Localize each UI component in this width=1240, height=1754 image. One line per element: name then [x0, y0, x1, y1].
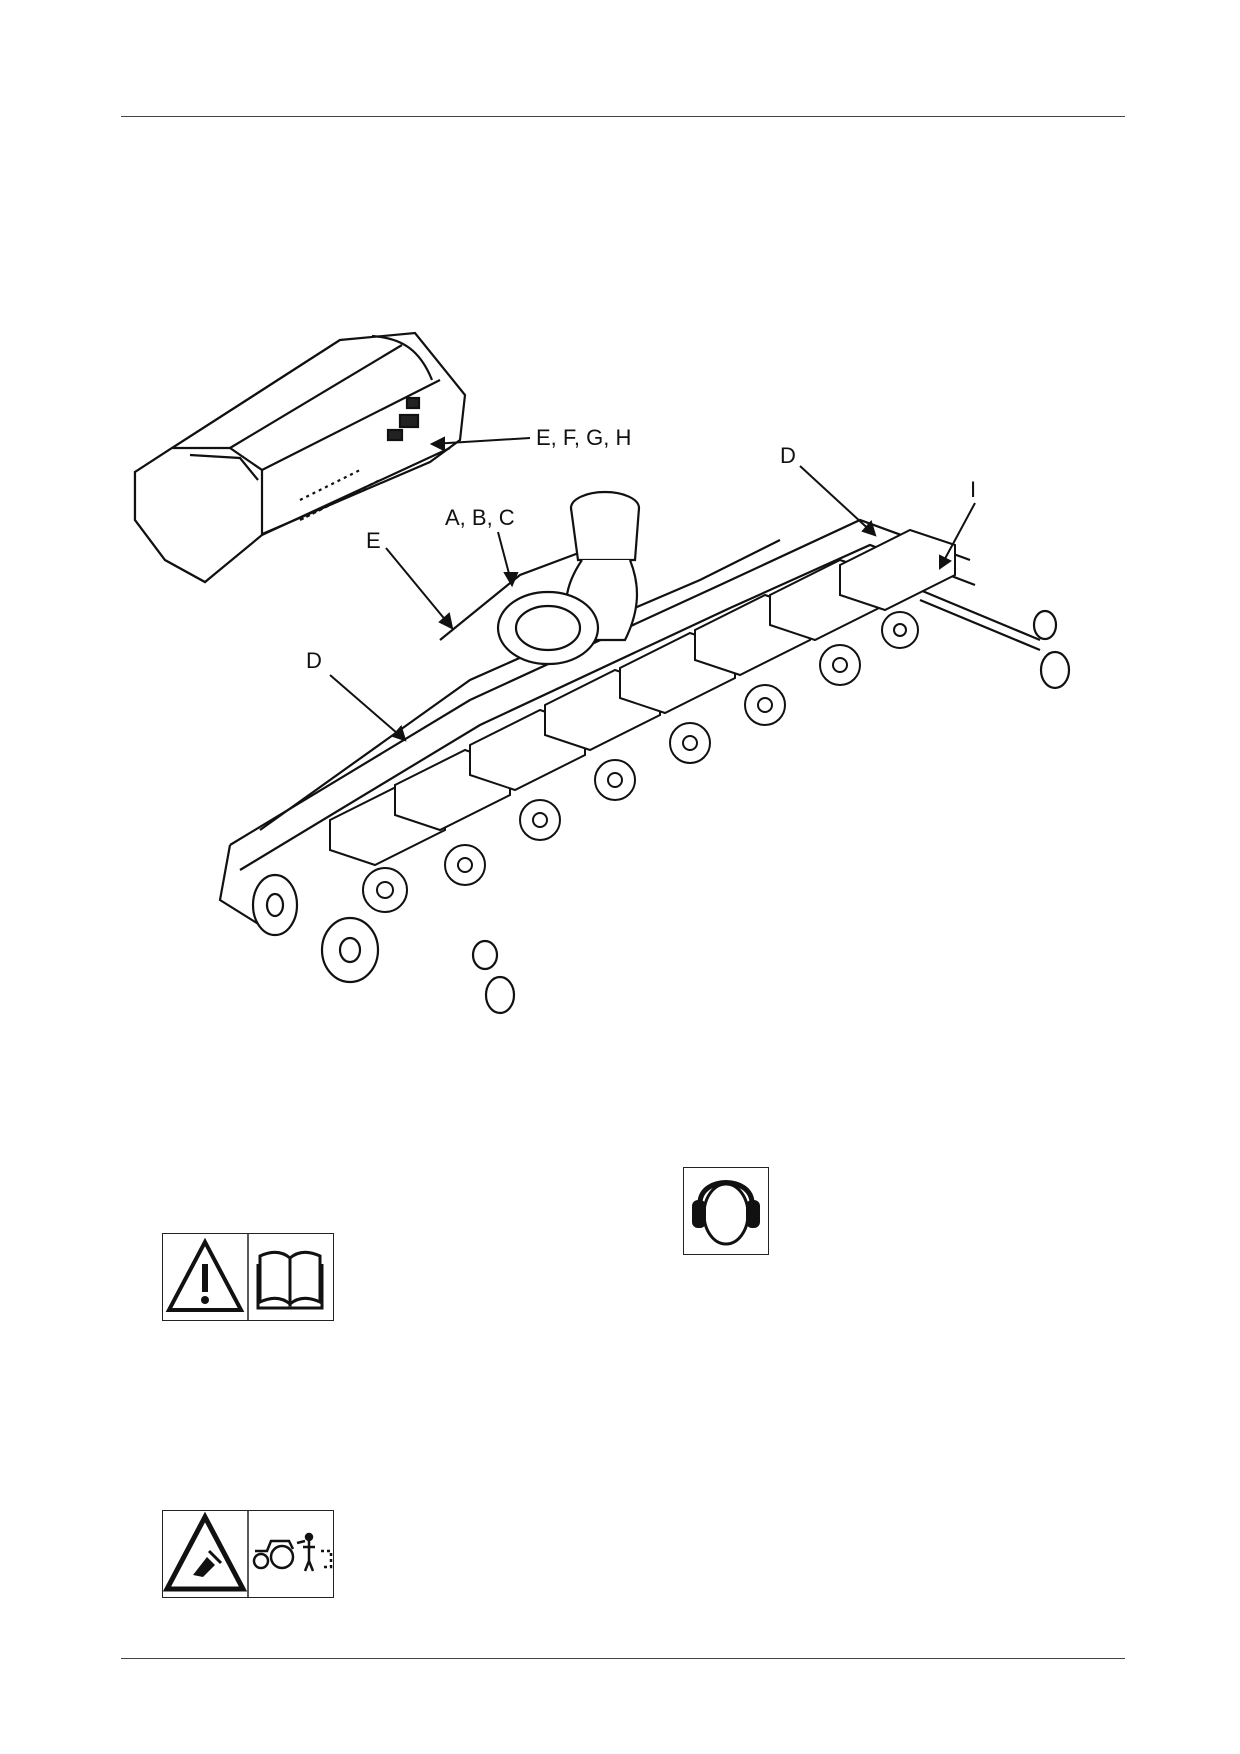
crush-warning-icon: [162, 1511, 248, 1592]
callout-i: I: [970, 477, 976, 502]
callout-e: E: [366, 528, 381, 553]
fertilizer-hopper: [133, 331, 467, 584]
read-manual-icon: [256, 1250, 324, 1310]
blower-fan: [496, 490, 641, 666]
leader-lines: [329, 436, 976, 742]
ear-protection-icon: [692, 1180, 760, 1246]
callout-d-right: D: [780, 443, 796, 468]
tractor-person-icon: [252, 1532, 333, 1572]
ear-protection-decal: [683, 1167, 769, 1255]
warning-manual-decal: [162, 1233, 334, 1321]
wheels: [251, 609, 1071, 1015]
footer-rule: [121, 1658, 1125, 1659]
callout-d-left: D: [306, 648, 322, 673]
row-units: [329, 528, 956, 913]
callout-efgh: E, F, G, H: [536, 425, 631, 450]
crush-hazard-decal: [162, 1510, 334, 1598]
callout-abc: A, B, C: [445, 505, 515, 530]
header-rule: [121, 116, 1125, 117]
warning-triangle-icon: [165, 1237, 245, 1312]
